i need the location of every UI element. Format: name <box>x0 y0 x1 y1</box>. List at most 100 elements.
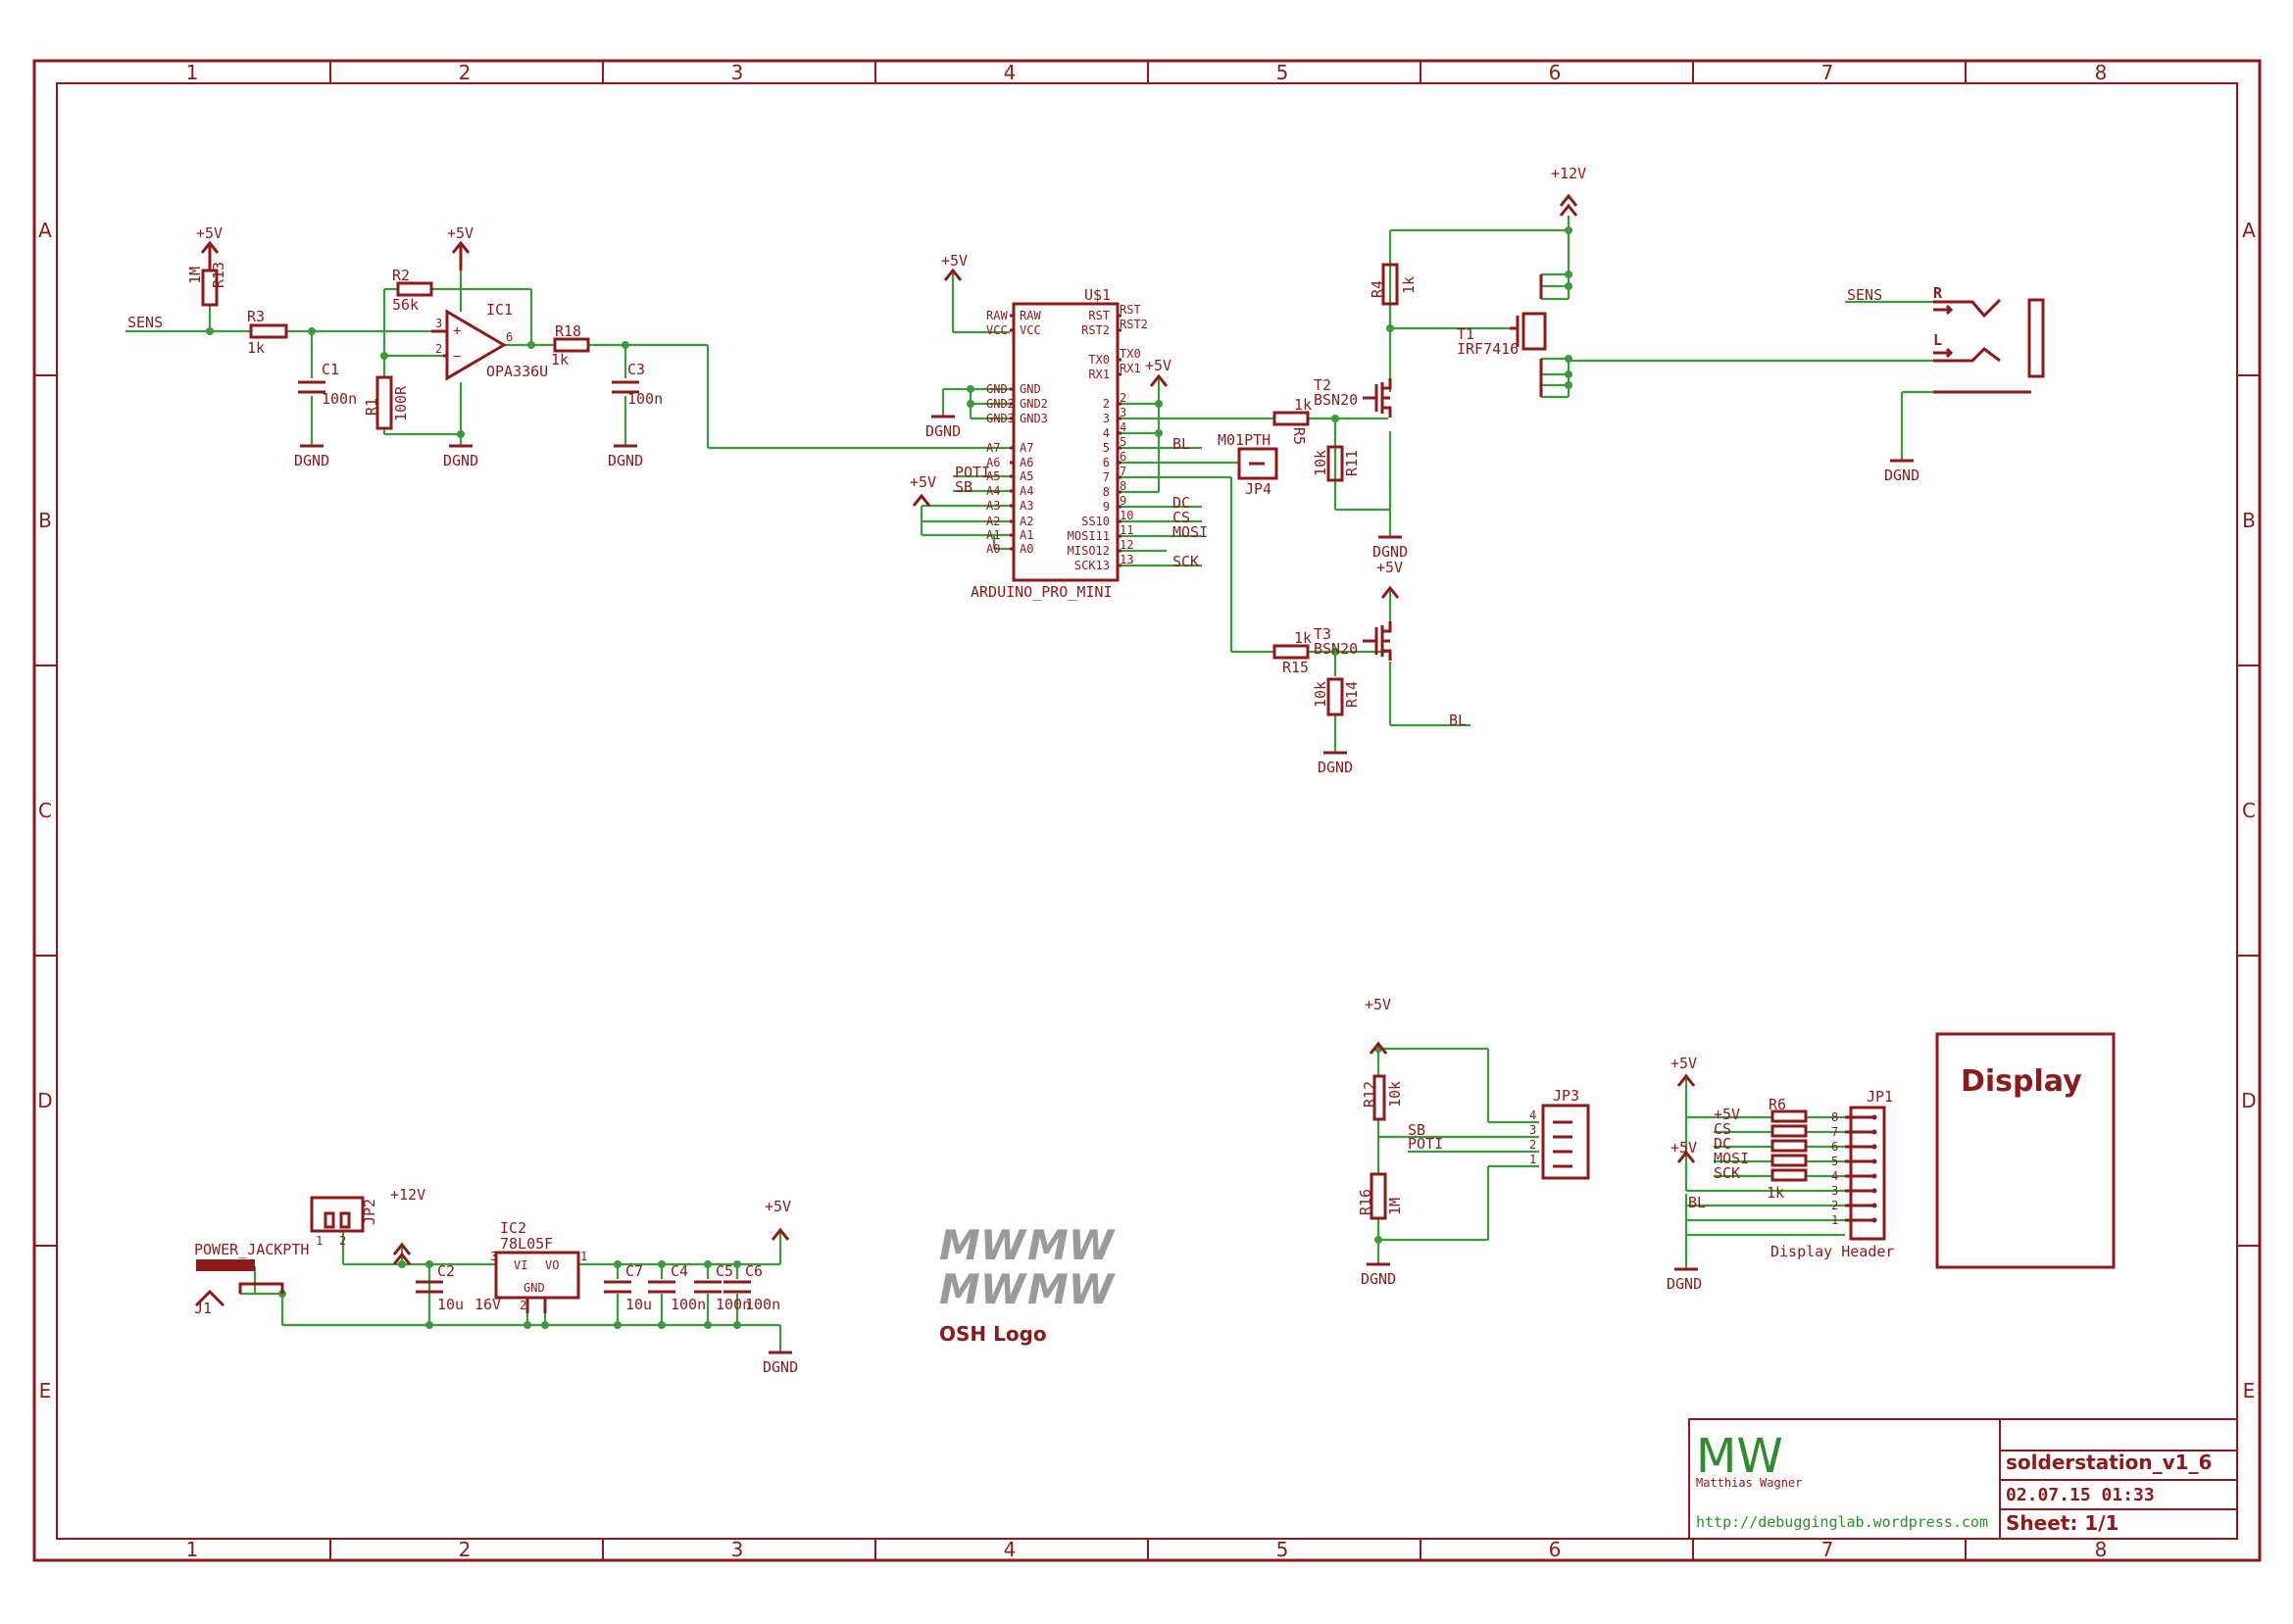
r14-name: R14 <box>1343 681 1361 708</box>
r2-name: R2 <box>392 267 410 284</box>
r3-value: 1k <box>247 339 265 357</box>
row-letter-d-right: D <box>2241 1089 2256 1112</box>
arduino-right-pin-label-3: RX1 <box>1088 368 1110 381</box>
arduino-right-pin-label-11: 9 <box>1103 500 1110 514</box>
arduino-right-pin-label-13: MOSI11 <box>1068 529 1110 543</box>
p5v-label-r13: +5V <box>196 224 223 242</box>
r1-name: R1 <box>363 398 380 416</box>
r18-name: R18 <box>555 322 581 340</box>
title-project-name: solderstation_v1_6 <box>2006 1451 2212 1474</box>
arduino-pin-label-1: VCC <box>1020 323 1041 337</box>
arduino-right-net-10: 8 <box>1120 479 1126 493</box>
col-num-3-top: 3 <box>731 61 744 84</box>
p5v-label-jp3: +5V <box>1365 996 1391 1013</box>
jp1-pin-6: 6 <box>1831 1140 1838 1154</box>
row-letter-c-left: C <box>38 799 52 822</box>
c6-name: C6 <box>745 1262 763 1280</box>
c4-name: C4 <box>671 1262 688 1280</box>
title-url[interactable]: http://debugginglab.wordpress.com <box>1696 1513 1988 1531</box>
display-title: Display <box>1961 1064 2082 1099</box>
dgnd-label-t3: DGND <box>1318 759 1353 776</box>
jp3-pin-1: 1 <box>1529 1153 1536 1166</box>
arduino-right-pin-label-15: SCK13 <box>1074 559 1110 572</box>
net-label-bl-arduino: BL <box>1172 435 1190 453</box>
arduino-right-pin-label-5: 3 <box>1103 412 1110 425</box>
p5v-label-raw: +5V <box>941 252 968 270</box>
jp1-net-dc: DC <box>1714 1135 1731 1153</box>
jp1-pin-8: 8 <box>1831 1110 1838 1124</box>
c2-value: 10u <box>437 1296 464 1313</box>
title-author: Matthias Wagner <box>1696 1476 1802 1490</box>
arduino-left-net-8: A4 <box>986 484 1000 498</box>
col-num-8-bottom: 8 <box>2095 1538 2108 1561</box>
c1-name: C1 <box>322 361 339 378</box>
jack-r-label: R <box>1933 284 1943 302</box>
r13-name: R13 <box>210 262 227 288</box>
r16-name: R16 <box>1357 1189 1374 1215</box>
arduino-right-pin-label-6: 4 <box>1103 426 1110 440</box>
arduino-right-pin-label-10: 8 <box>1103 485 1110 499</box>
r2-value: 56k <box>392 296 419 314</box>
p5v-label-pin2: +5V <box>1145 357 1171 374</box>
r15-name: R15 <box>1282 659 1309 676</box>
j1-name: J1 <box>194 1300 212 1317</box>
net-label-bl-t3: BL <box>1449 712 1467 729</box>
arduino-pin-label-10: A2 <box>1020 515 1033 528</box>
jp1-pin-7: 7 <box>1831 1125 1838 1139</box>
r18-value: 1k <box>551 351 569 369</box>
arduino-left-net-4: GND3 <box>986 412 1015 425</box>
jp3-pin-4: 4 <box>1529 1108 1536 1122</box>
p5v-label-reg: +5V <box>765 1198 791 1215</box>
c1-value: 100n <box>322 390 357 408</box>
arduino-left-net-1: VCC <box>986 323 1008 337</box>
wires <box>125 216 2031 1353</box>
svg-text:2: 2 <box>435 342 442 356</box>
osh-mark-1: MW <box>939 1221 1028 1269</box>
supply-symbols <box>200 193 1914 1354</box>
row-letter-c-right: C <box>2242 799 2256 822</box>
jp1-pin-3: 3 <box>1831 1184 1838 1198</box>
arduino-right-net-6: 4 <box>1120 420 1126 434</box>
jp4-jumper: M01PTH JP4 <box>1218 431 1278 498</box>
svg-text:1: 1 <box>580 1250 587 1263</box>
t1-value: IRF7416 <box>1457 340 1519 358</box>
col-num-1-top: 1 <box>186 61 199 84</box>
arduino-left-net-2: GND <box>986 382 1008 396</box>
r14-value: 10k <box>1312 681 1329 708</box>
arduino-right-net-9: 7 <box>1120 465 1126 478</box>
sens-net-label-left: SENS <box>127 314 163 331</box>
dgnd-label-c3: DGND <box>608 452 643 469</box>
r16-value: 1M <box>1386 1198 1404 1215</box>
arduino-left-net-3: GND2 <box>986 397 1015 411</box>
p5v-label-jp1-a: +5V <box>1670 1055 1697 1072</box>
net-label-dc: DC <box>1172 494 1190 512</box>
arduino-right-pin-label-0: RST <box>1088 309 1110 322</box>
col-num-4-bottom: 4 <box>1004 1538 1017 1561</box>
dgnd-label-c1: DGND <box>294 452 329 469</box>
jp2-name: JP2 <box>361 1199 378 1225</box>
jp1-pin-4: 4 <box>1831 1169 1838 1183</box>
r5-value: 1k <box>1294 396 1312 414</box>
jp1-pin-1: 1 <box>1831 1213 1838 1227</box>
arduino-pro-mini: U$1 ARDUINO_PRO_MINI RAWRAWVCCVCCGNDGNDG… <box>955 286 1208 601</box>
dgnd-label-jp1: DGND <box>1667 1275 1702 1293</box>
arduino-right-net-15: 13 <box>1120 553 1133 566</box>
arduino-pin-label-2: GND <box>1020 382 1041 396</box>
arduino-left-net-0: RAW <box>986 309 1008 322</box>
heater-driver: 1k R5 10k R11 T2 BSN20 R4 1k T1 IRF7416 … <box>1272 263 1547 729</box>
svg-text:2: 2 <box>520 1299 526 1312</box>
u1-value: ARDUINO_PRO_MINI <box>971 583 1113 601</box>
row-letter-b-right: B <box>2242 509 2256 532</box>
row-letter-a-left: A <box>38 219 52 242</box>
r11-value: 10k <box>1312 450 1329 476</box>
drawing-frame: 1 2 3 4 5 6 7 8 1 2 3 4 5 6 7 8 A B C D … <box>32 59 2262 1562</box>
ic2-pin-vi: VI <box>514 1258 527 1272</box>
arduino-right-net-8: 6 <box>1120 450 1126 464</box>
arduino-right-pin-label-14: MISO12 <box>1068 544 1110 558</box>
sens-net-label-right: SENS <box>1847 286 1882 304</box>
arduino-left-net-11: A1 <box>986 528 1000 542</box>
arduino-right-net-1: RST2 <box>1120 318 1148 331</box>
